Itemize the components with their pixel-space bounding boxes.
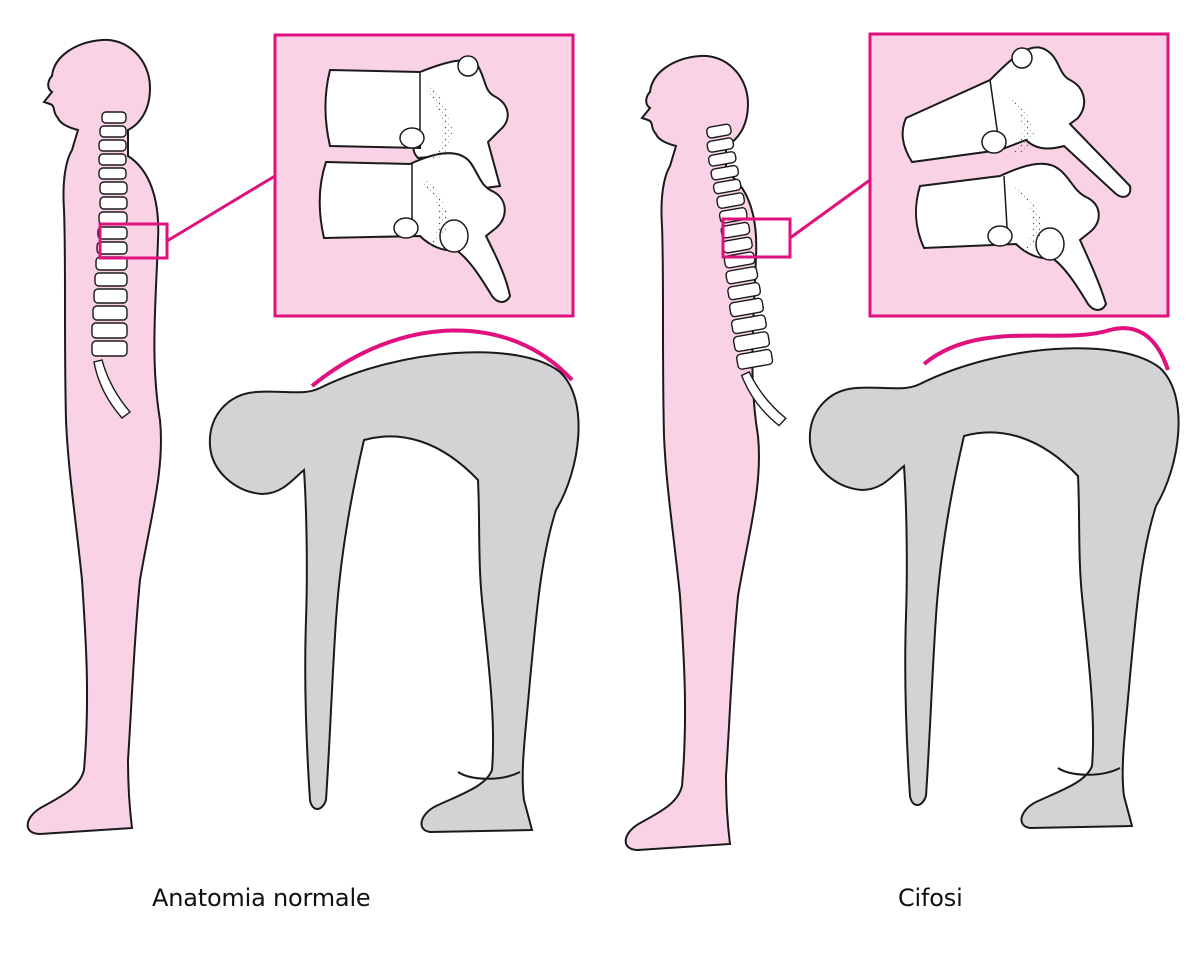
standing-figure-kyphosis: [624, 54, 760, 852]
caption-normal-anatomy: Anatomia normale: [152, 884, 371, 912]
vertebrae-inset-kyphosis: [868, 32, 1170, 318]
bent-figure-kyphosis: [808, 347, 1180, 829]
normal-anatomy-panel: [26, 33, 580, 836]
vertebrae-inset-normal: [273, 33, 575, 318]
bent-figure-normal: [208, 351, 580, 833]
inset-connector-normal: [166, 174, 276, 243]
back-curve-arc-normal: [310, 328, 574, 388]
standing-figure-normal: [26, 38, 162, 836]
back-curve-arc-kyphosis: [922, 326, 1170, 371]
inset-connector-kyphosis: [789, 178, 871, 240]
kyphosis-panel: [624, 32, 1180, 852]
caption-kyphosis: Cifosi: [898, 884, 963, 912]
